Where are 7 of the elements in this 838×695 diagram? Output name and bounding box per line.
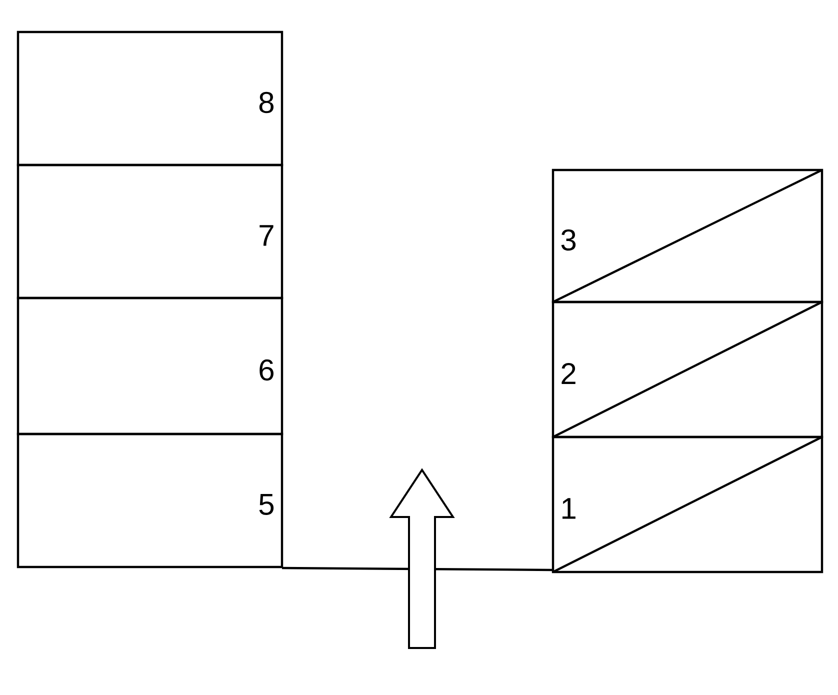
storage-box: 2 <box>552 300 824 438</box>
storage-box: 5 <box>16 432 284 568</box>
storage-box: 3 <box>552 168 824 304</box>
storage-box: 6 <box>16 296 284 436</box>
storage-box: 8 <box>16 30 284 166</box>
storage-box: 7 <box>16 164 284 300</box>
storage-box: 1 <box>552 436 824 574</box>
